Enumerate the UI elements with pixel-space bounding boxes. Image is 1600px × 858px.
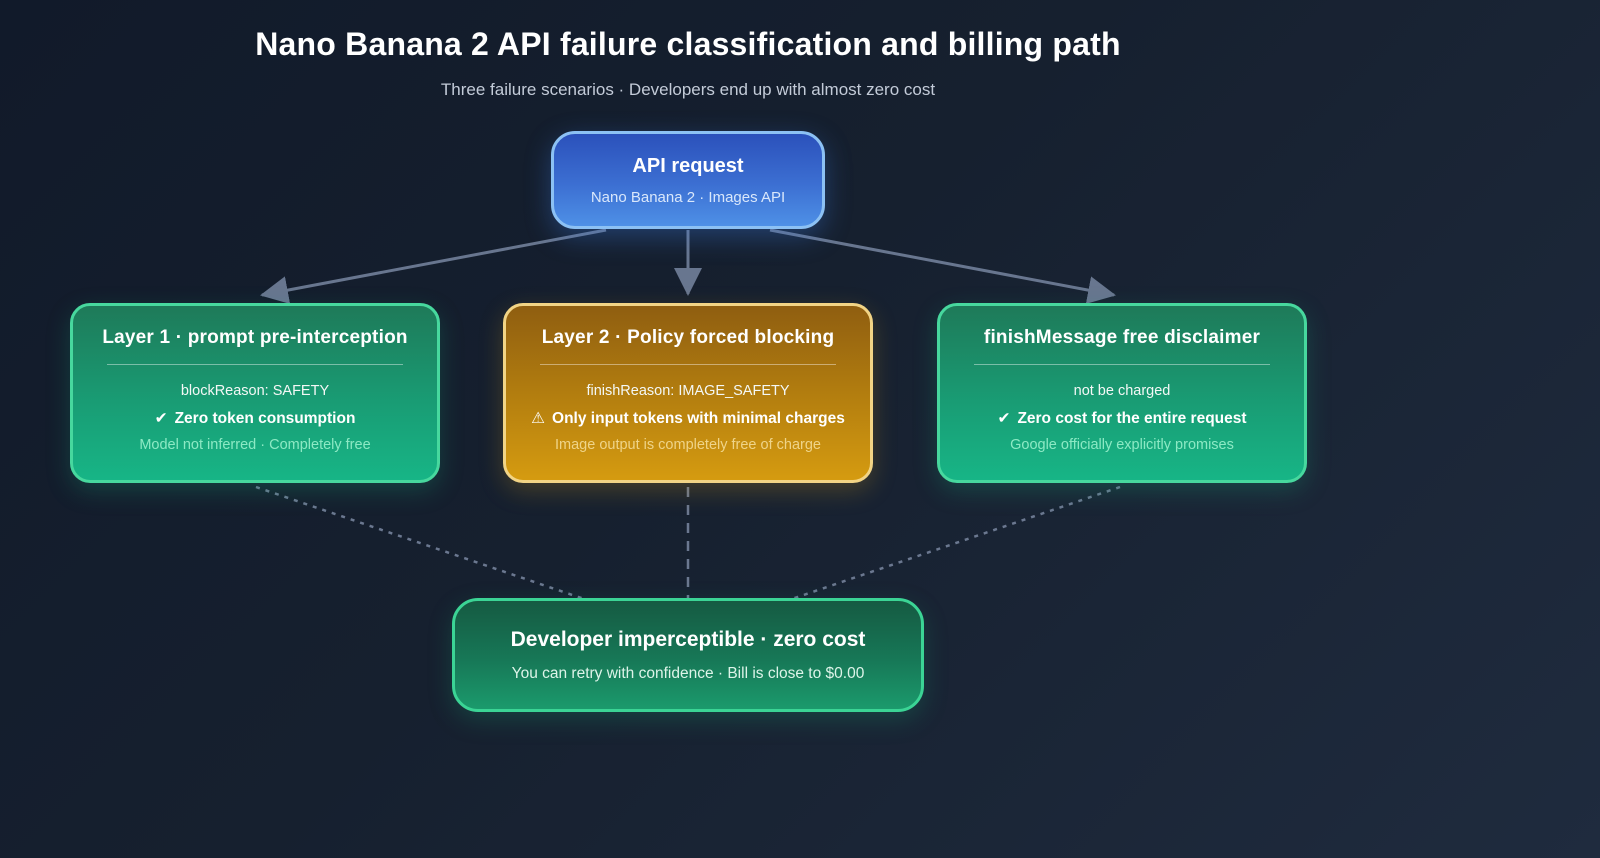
layer3-reason-line: not be charged (1073, 383, 1171, 399)
dashed-layer1-to-result (255, 485, 591, 603)
diagram-header: Nano Banana 2 API failure classification… (0, 26, 1376, 100)
node-api-request: API request Nano Banana 2 · Images API (551, 131, 825, 229)
page-title: Nano Banana 2 API failure classification… (255, 26, 1121, 62)
layer3-note-line: Google officially explicitly promises (1010, 437, 1234, 453)
layer1-note-line: Model not inferred · Completely free (139, 437, 371, 453)
warning-icon: ⚠ (531, 410, 546, 427)
layer2-charge-line: ⚠ Only input tokens with minimal charges (531, 405, 845, 432)
layer3-title: finishMessage free disclaimer (983, 327, 1261, 348)
result-title: Developer imperceptible · zero cost (510, 627, 866, 651)
layer1-benefit-line: ✔ Zero token consumption (155, 405, 356, 432)
layer1-title: Layer 1 · prompt pre-interception (102, 327, 408, 348)
dashed-layer3-to-result (785, 485, 1121, 603)
arrow-api-to-layer1 (260, 228, 607, 304)
api-request-title: API request (632, 154, 744, 177)
result-subtitle: You can retry with confidence · Bill is … (511, 664, 865, 682)
layer3-benefit-line: ✔ Zero cost for the entire request (997, 405, 1246, 432)
api-request-subtitle: Nano Banana 2 · Images API (590, 188, 786, 206)
layer2-divider (540, 364, 836, 365)
check-icon: ✔ (997, 410, 1011, 427)
layer2-note-line: Image output is completely free of charg… (555, 437, 821, 453)
layer1-benefit-text: Zero token consumption (174, 410, 356, 427)
node-layer1-prompt-interception: Layer 1 · prompt pre-interception blockR… (70, 303, 440, 483)
page-subtitle: Three failure scenarios · Developers end… (440, 80, 936, 99)
layer1-reason-line: blockReason: SAFETY (180, 383, 330, 399)
layer2-charge-text: Only input tokens with minimal charges (552, 410, 845, 427)
layer1-divider (107, 364, 403, 365)
layer3-divider (974, 364, 1270, 365)
node-layer2-policy-blocking: Layer 2 · Policy forced blocking finishR… (503, 303, 873, 483)
arrow-api-to-layer3 (769, 228, 1116, 304)
check-icon: ✔ (154, 410, 168, 427)
node-finishmessage-disclaimer: finishMessage free disclaimer not be cha… (937, 303, 1307, 483)
layer3-benefit-text: Zero cost for the entire request (1017, 410, 1247, 427)
layer2-reason-line: finishReason: IMAGE_SAFETY (586, 383, 790, 399)
node-result-zero-cost: Developer imperceptible · zero cost You … (452, 598, 924, 712)
layer2-title: Layer 2 · Policy forced blocking (541, 327, 835, 348)
